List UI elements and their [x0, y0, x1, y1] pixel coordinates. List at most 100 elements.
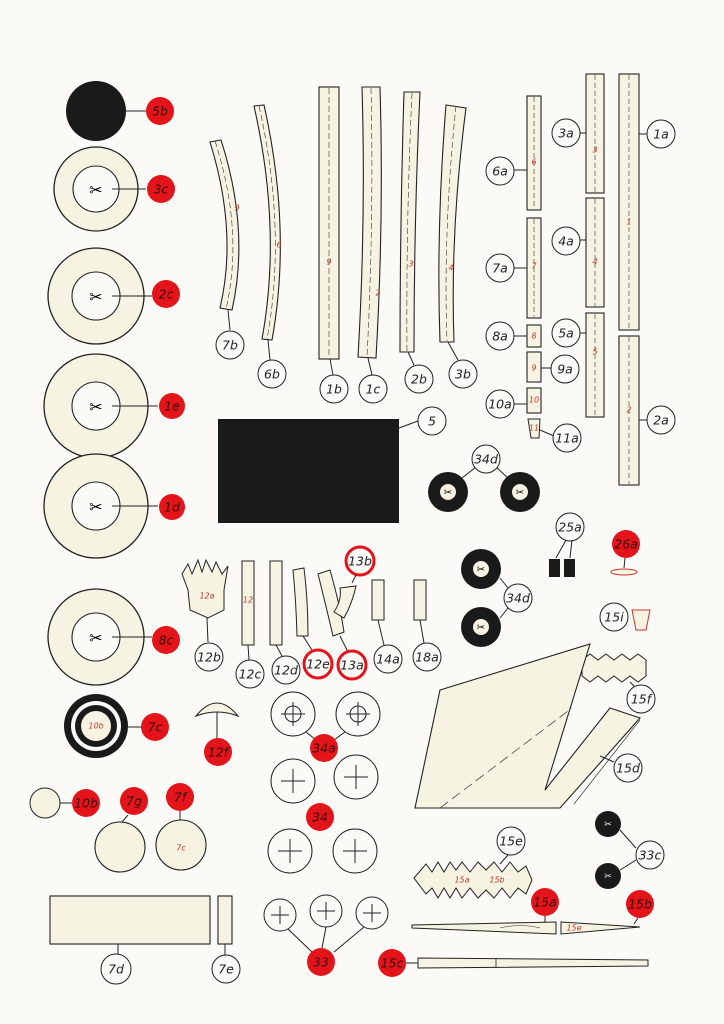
label-8c [152, 626, 180, 654]
label-15c-text: 15c [381, 956, 404, 971]
label-5b-text: 5b [152, 104, 168, 119]
scissors-icon: ✂ [477, 623, 485, 634]
scissors-icon: ✂ [604, 872, 612, 882]
mark: 3 [408, 260, 413, 269]
mark: 10 [529, 396, 539, 405]
label-14a-text: 14a [376, 652, 400, 667]
part-7d: 7d [49, 895, 211, 985]
label-2c [152, 280, 180, 308]
part-34a: 34a [270, 691, 381, 762]
scissors-icon: ✂ [444, 488, 452, 499]
label-2a-text: 2a [653, 413, 669, 428]
part-2c: ✂ 2c [47, 247, 180, 345]
part-1d: ✂ 1d [43, 453, 185, 559]
label-8a-text: 8a [492, 329, 508, 344]
part-7e: 7e [211, 895, 241, 984]
mark: 4 [592, 258, 597, 267]
label-12f-text: 12f [208, 745, 230, 760]
label-15b-text: 15b [628, 897, 652, 912]
part-15b: 15b 15e [560, 890, 654, 935]
part-13a: 13a [317, 569, 368, 681]
mark: 9 [326, 258, 331, 267]
label-7g-text: 7g [126, 794, 142, 809]
label-3a-text: 3a [558, 126, 574, 141]
part-1a: 1a [618, 73, 676, 331]
label-18a-text: 18a [415, 650, 439, 665]
mark: 1 [626, 218, 631, 227]
label-9a-text: 9a [557, 362, 573, 377]
mark: 2 [375, 289, 380, 298]
mark: 12 [243, 596, 253, 605]
part-25a: 25a [549, 512, 585, 577]
part-8a: 8a [485, 321, 542, 351]
label-15e-text: 15e [499, 834, 523, 849]
label-6a-text: 6a [492, 164, 508, 179]
label-1a-text: 1a [653, 127, 669, 142]
scissors-icon: ✂ [516, 488, 524, 499]
part-5b: 5b [66, 81, 174, 141]
label-10a-text: 10a [488, 397, 512, 412]
label-10b [72, 789, 100, 817]
inner-mark-10b: 10b [88, 722, 103, 731]
part-3c: ✂ 3c [53, 146, 175, 232]
scissors-icon: ✂ [89, 498, 102, 517]
label-1e-text: 1e [164, 399, 180, 414]
label-2c-text: 2c [159, 287, 174, 302]
label-5b [146, 97, 174, 125]
mark: 9 [531, 364, 536, 373]
label-12c-text: 12c [239, 667, 262, 682]
label-3b-text: 3b [455, 367, 471, 382]
label-13b-text: 13b [348, 554, 372, 569]
part-15e: 15e 15a 15b [413, 826, 533, 899]
label-33-text: 33 [313, 955, 329, 970]
part-15d: 15d [414, 643, 643, 809]
label-2b-text: 2b [411, 372, 427, 387]
mark: 7 [531, 262, 537, 271]
part-33: 33 [263, 894, 389, 976]
label-11a-text: 11a [555, 431, 579, 446]
label-7b-text: 7b [222, 338, 238, 353]
label-7c-text: 7c [148, 720, 163, 735]
part-6a: 6a [485, 95, 542, 211]
label-15i-text: 15i [604, 610, 624, 625]
part-12f: 12f [194, 702, 240, 766]
scissors-icon: ✂ [89, 398, 102, 417]
part-3a: 3a [551, 73, 605, 194]
label-1e [159, 393, 185, 419]
label-34d-text: 34d [474, 452, 498, 467]
label-26a-text: 26a [614, 537, 638, 552]
mark: 6 [276, 241, 281, 250]
mark: 15e [566, 924, 581, 933]
part-7a: 7a [485, 217, 542, 319]
part-3b: 3b [438, 104, 478, 389]
part-12e: 12e [292, 567, 334, 680]
scissors-icon: ✂ [89, 629, 102, 648]
part-1b: 1b [318, 86, 349, 404]
label-12f [204, 738, 232, 766]
label-12b-text: 12b [197, 650, 221, 665]
part-15i: 15i [599, 602, 651, 632]
strut-marks: 9 6 9 2 3 4 6 7 8 9 10 11 3 4 5 1 2 [234, 146, 631, 433]
label-7c [141, 713, 169, 741]
scissors-icon: ✂ [477, 565, 485, 576]
mark: 11 [529, 424, 539, 433]
part-14a: 14a [371, 579, 403, 674]
part-10b: 10b [29, 787, 100, 819]
part-13b: 13b [333, 545, 376, 619]
part-12d: 12d [269, 560, 301, 685]
part-5a: 5a [551, 312, 605, 418]
mark: 8 [531, 332, 536, 341]
mark: 15b [489, 876, 504, 885]
label-15d-text: 15d [616, 761, 640, 776]
label-5-text: 5 [428, 414, 436, 429]
label-13a-text: 13a [340, 658, 364, 673]
label-7g [120, 787, 148, 815]
part-15a: 15a [411, 888, 559, 935]
part-15c: 15c [378, 949, 649, 977]
part-5: 5 [218, 406, 447, 523]
part-2a: 2a [618, 335, 676, 486]
label-7d-text: 7d [108, 962, 124, 977]
scissors-icon: ✂ [89, 181, 102, 200]
part-1e: ✂ 1e [43, 353, 185, 459]
